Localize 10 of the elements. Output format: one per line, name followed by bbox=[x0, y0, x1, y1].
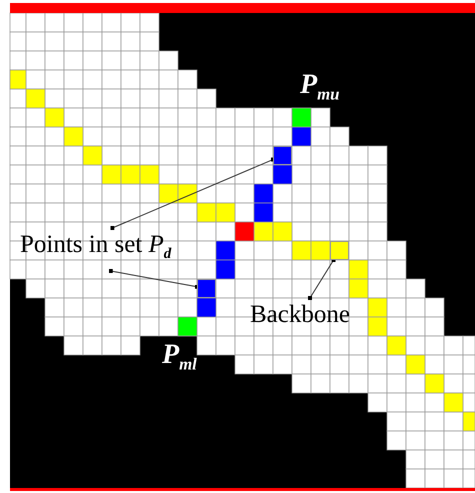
point-label: P$_{mu}$ bbox=[300, 70, 340, 106]
leader-line bbox=[108, 269, 199, 289]
set-point-pixel bbox=[197, 279, 216, 298]
leader-line bbox=[110, 158, 275, 230]
callout-text: Points in set P$_{d}$ bbox=[20, 228, 172, 271]
callout-text: Backbone bbox=[250, 298, 350, 332]
backbone-pixel bbox=[330, 241, 349, 260]
set-point-pixel bbox=[273, 146, 292, 165]
point-label: P$_{ml}$ bbox=[162, 340, 197, 376]
leader-line bbox=[308, 258, 336, 300]
